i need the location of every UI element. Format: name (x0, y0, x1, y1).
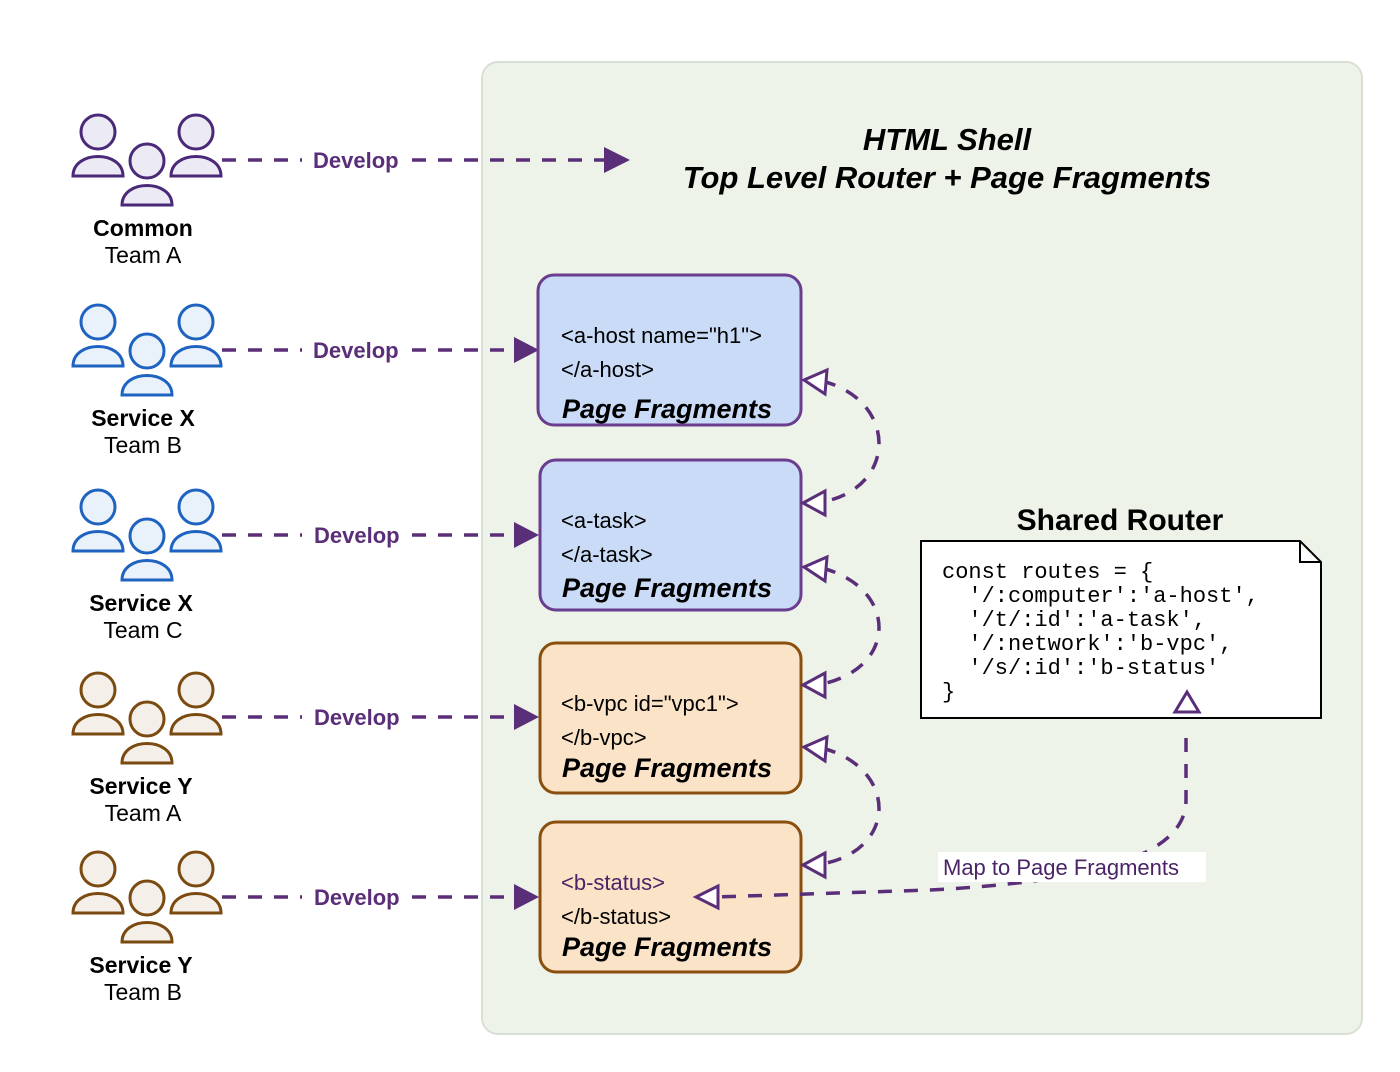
team-sub: Team A (105, 242, 182, 268)
team-list: Common Team A Service X Team B (71, 113, 223, 1005)
router-code-line: } (942, 680, 955, 705)
fragment-list: <a-host name="h1"> </a-host> Page Fragme… (536, 273, 803, 974)
team-group-service-y-a: Service Y Team A (71, 671, 223, 826)
note-fold-icon (1299, 541, 1321, 563)
hollow-arrowhead-icon (799, 850, 827, 880)
router-title: Shared Router (1017, 504, 1224, 537)
team-sub: Team A (105, 800, 182, 826)
team-sub: Team C (103, 617, 182, 643)
router-code-line: '/t/:id':'a-task', (942, 608, 1206, 633)
shell-title-line1: HTML Shell (863, 122, 1033, 157)
fragment-close-tag: </a-host> (561, 357, 654, 382)
map-label: Map to Page Fragments (943, 855, 1179, 880)
team-name: Service Y (89, 952, 192, 978)
fragment-box-a-task: <a-task> </a-task> Page Fragments (538, 458, 803, 612)
people-group-icon (71, 113, 223, 207)
arrowhead-icon (514, 337, 539, 363)
team-group-service-x-c: Service X Team C (71, 488, 223, 643)
people-group-icon (71, 850, 223, 944)
router-code-note (920, 540, 1322, 719)
router-map-connector: Map to Page Fragments (692, 689, 1206, 911)
fragment-title: Page Fragments (562, 394, 772, 424)
fragment-link-curve (821, 379, 881, 504)
team-group-service-y-b: Service Y Team B (71, 850, 223, 1005)
fragment-close-tag: </a-task> (561, 542, 653, 567)
fragment-box-a-host: <a-host name="h1"> </a-host> Page Fragme… (536, 273, 803, 427)
fragment-box-b-status: <b-status> </b-status> Page Fragments (538, 820, 803, 974)
hollow-arrowhead-icon (1172, 689, 1202, 714)
router-code-line: '/:network':'b-vpc', (942, 632, 1232, 657)
team-sub: Team B (104, 979, 182, 1005)
shell-title-line2: Top Level Router + Page Fragments (683, 160, 1212, 195)
develop-label: Develop (314, 705, 400, 730)
shared-router: Shared Router const routes = { '/:comput… (920, 504, 1322, 719)
arrowhead-icon (514, 704, 539, 730)
arrowhead-icon (604, 147, 630, 173)
fragment-link-curve (821, 566, 881, 686)
router-code-line: '/s/:id':'b-status' (942, 656, 1219, 681)
arrowhead-icon (514, 884, 539, 910)
router-code-line: const routes = { (942, 560, 1153, 585)
hollow-arrowhead-icon (800, 554, 829, 584)
fragment-box-b-vpc: <b-vpc id="vpc1"> </b-vpc> Page Fragment… (538, 641, 803, 795)
router-code-line: '/:computer':'a-host', (942, 584, 1259, 609)
fragment-close-tag: </b-status> (561, 904, 671, 929)
team-group-common-a: Common Team A (71, 113, 223, 268)
hollow-arrowhead-icon (800, 734, 829, 764)
fragment-links (799, 367, 881, 880)
team-name: Service X (89, 590, 193, 616)
fragment-close-tag: </b-vpc> (561, 725, 647, 750)
people-group-icon (71, 303, 223, 397)
fragment-open-tag: <b-status> (561, 870, 665, 895)
fragment-open-tag: <b-vpc id="vpc1"> (561, 691, 739, 716)
team-sub: Team B (104, 432, 182, 458)
team-name: Service Y (89, 773, 192, 799)
team-name: Common (93, 215, 193, 241)
people-group-icon (71, 671, 223, 765)
hollow-arrowhead-icon (799, 670, 827, 700)
fragment-link-curve (821, 746, 881, 866)
develop-arrows: Develop Develop Develop Develop Develop (222, 147, 630, 910)
fragment-open-tag: <a-host name="h1"> (561, 323, 762, 348)
team-name: Service X (91, 405, 195, 431)
hollow-arrowhead-icon (692, 883, 720, 911)
develop-label: Develop (313, 148, 399, 173)
fragment-title: Page Fragments (562, 932, 772, 962)
map-label-bg (938, 852, 1206, 882)
develop-label: Develop (314, 885, 400, 910)
team-group-service-x-b: Service X Team B (71, 303, 223, 458)
hollow-arrowhead-icon (799, 488, 827, 518)
fragment-open-tag: <a-task> (561, 508, 647, 533)
hollow-arrowhead-icon (800, 367, 829, 397)
people-group-icon (71, 488, 223, 582)
fragment-title: Page Fragments (562, 573, 772, 603)
develop-label: Develop (313, 338, 399, 363)
develop-label: Develop (314, 523, 400, 548)
arrowhead-icon (514, 522, 539, 548)
fragment-title: Page Fragments (562, 753, 772, 783)
